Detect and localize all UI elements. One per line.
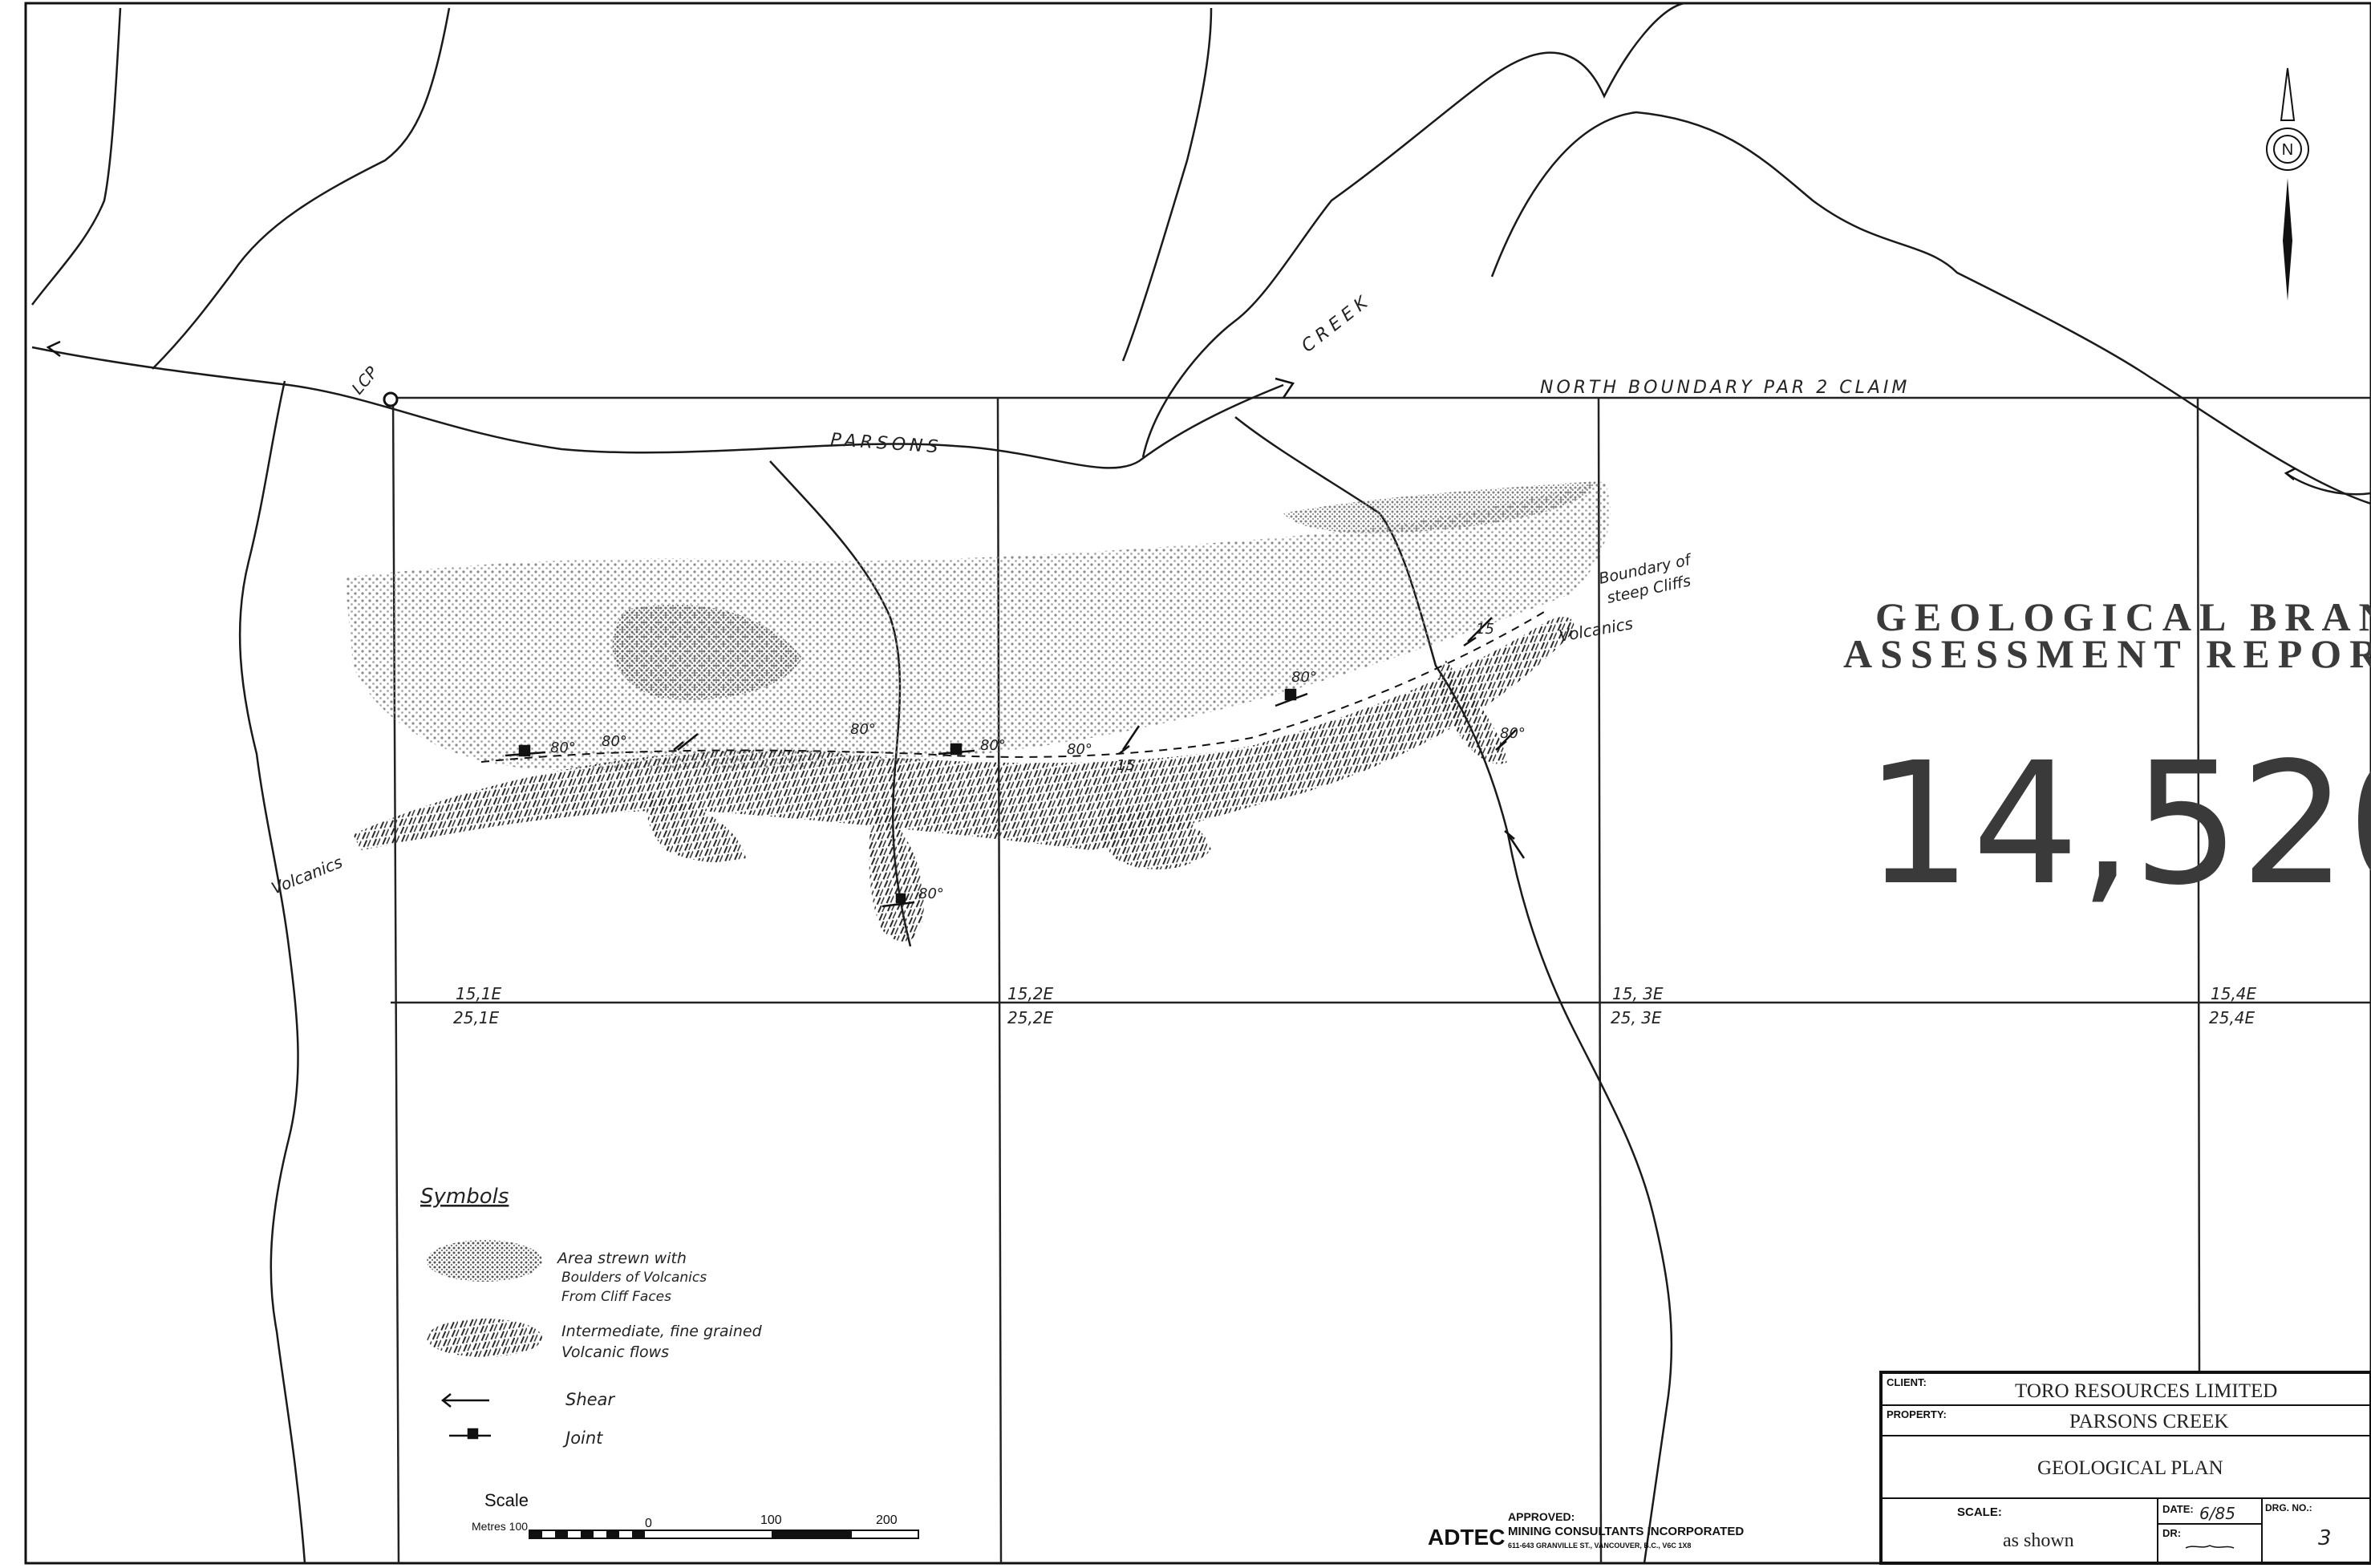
lcp-label: LCP bbox=[347, 363, 382, 399]
scale-title: Scale bbox=[484, 1490, 529, 1510]
dip-labels: 80° 80° 80° 80° 80° 80° 80° 80° 15 15 bbox=[550, 621, 1526, 902]
joint-dip-label: 80° bbox=[918, 885, 944, 902]
left-headwater bbox=[152, 7, 451, 370]
legend: Symbols Area strewn with Boulders of Vol… bbox=[420, 1185, 763, 1448]
client-value: TORO RESOURCES LIMITED bbox=[2015, 1380, 2277, 1402]
legend-volcanics-line-2: Volcanic flows bbox=[561, 1343, 669, 1361]
joint-symbol bbox=[938, 743, 975, 756]
shear-dip-label: 15 bbox=[1476, 621, 1494, 638]
scale-value: as shown bbox=[2003, 1530, 2074, 1551]
grid-label-top: 15,2E bbox=[1007, 984, 1054, 1003]
shear-symbol bbox=[673, 733, 699, 751]
grid-label-top: 15,1E bbox=[456, 984, 502, 1003]
legend-joint-label: Joint bbox=[562, 1428, 603, 1448]
legend-swatch-boulders bbox=[427, 1240, 542, 1282]
property-value: PARSONS CREEK bbox=[2069, 1411, 2228, 1432]
parsons-creek-label: PARSONS bbox=[830, 430, 943, 458]
scale-tick-0: 0 bbox=[645, 1517, 652, 1530]
grid-label-bottom: 25, 3E bbox=[1611, 1008, 1662, 1027]
grid-labels: 15,1E 25,1E 15,2E 25,2E 15, 3E 25, 3E 15… bbox=[453, 984, 2257, 1027]
north-boundary-label: NORTH BOUNDARY PAR 2 CLAIM bbox=[1540, 378, 1910, 398]
grid-label-top: 15,4E bbox=[2211, 984, 2257, 1003]
structure-symbols bbox=[505, 617, 1526, 908]
flow-arrow-left bbox=[46, 340, 61, 358]
left-valley bbox=[238, 380, 306, 1564]
legend-boulders-line-1: Area strewn with bbox=[556, 1250, 687, 1267]
drawing-number-value: 3 bbox=[2318, 1526, 2332, 1550]
sheet-border bbox=[24, 2, 2371, 1565]
firm-address: 611-643 GRANVILLE ST., VANCOUVER, B.C., … bbox=[1508, 1542, 1691, 1550]
grid-label-bottom: 25,1E bbox=[453, 1008, 500, 1027]
center-headwater bbox=[1121, 7, 1213, 362]
date-label: DATE: bbox=[2162, 1503, 2194, 1515]
flow-arrow-center bbox=[1275, 377, 1295, 399]
parsons-creek bbox=[31, 346, 1284, 469]
date-value: 6/85 bbox=[2199, 1504, 2235, 1523]
volcanics-label-left: Volcanics bbox=[269, 852, 345, 897]
scale-bar: Scale Metres 100 0 100 200 bbox=[472, 1490, 919, 1539]
creek-label: CREEK bbox=[1298, 290, 1375, 357]
north-tributary-a bbox=[1141, 2, 1685, 458]
joint-symbol bbox=[1275, 688, 1308, 707]
joint-dip-label: 80° bbox=[1291, 669, 1317, 686]
shear-symbol bbox=[1504, 830, 1526, 859]
joint-dip-label: 80° bbox=[602, 733, 627, 750]
legend-swatch-volcanics bbox=[427, 1319, 542, 1357]
joint-dip-label: 80° bbox=[980, 737, 1006, 754]
right-creek-hook bbox=[2285, 472, 2371, 496]
consultant-imprint: ADTEC APPROVED: MINING CONSULTANTS INCOR… bbox=[1428, 1510, 1744, 1550]
joint-symbol bbox=[505, 744, 546, 757]
joint-dip-label: 80° bbox=[850, 721, 876, 738]
grid-label-top: 15, 3E bbox=[1612, 984, 1664, 1003]
scale-unit: Metres 100 bbox=[472, 1520, 528, 1533]
title-block: CLIENT: TORO RESOURCES LIMITED PROPERTY:… bbox=[1879, 1371, 2371, 1565]
grid-label-bottom: 25,2E bbox=[1007, 1008, 1054, 1027]
property-label: PROPERTY: bbox=[1887, 1408, 1947, 1420]
firm-logo-text: ADTEC bbox=[1428, 1525, 1505, 1550]
shear-symbol bbox=[1118, 725, 1141, 755]
legend-shear-symbol bbox=[440, 1393, 489, 1408]
flow-arrows bbox=[46, 340, 2296, 480]
lcp-post-marker bbox=[383, 391, 399, 407]
drafter-initials bbox=[2185, 1545, 2235, 1549]
joint-dip-label: 80° bbox=[550, 739, 576, 756]
shear-dip-label: 15 bbox=[1117, 757, 1135, 774]
north-arrow: N bbox=[2266, 67, 2309, 301]
legend-boulders-line-2: Boulders of Volcanics bbox=[561, 1270, 707, 1286]
report-number: 14,520 bbox=[1865, 726, 2371, 922]
drawing-number-label: DRG. NO.: bbox=[2265, 1502, 2312, 1513]
joint-symbol bbox=[882, 893, 915, 908]
legend-joint-symbol bbox=[449, 1428, 491, 1440]
legend-title: Symbols bbox=[420, 1185, 509, 1209]
dr-label: DR: bbox=[2162, 1527, 2181, 1539]
flow-arrow-right bbox=[2284, 467, 2296, 480]
stamp-line-1: GEOLOGICAL BRANCH bbox=[1875, 594, 2371, 639]
drawing-title: GEOLOGICAL PLAN bbox=[2037, 1457, 2223, 1479]
assessment-stamp: GEOLOGICAL BRANCH ASSESSMENT REPORT 14,5… bbox=[1843, 594, 2371, 922]
left-ridge bbox=[31, 7, 122, 306]
approved-label: APPROVED: bbox=[1508, 1510, 1575, 1523]
firm-name: MINING CONSULTANTS INCORPORATED bbox=[1508, 1525, 1744, 1538]
scale-tick-200: 200 bbox=[876, 1513, 898, 1527]
shear-symbol bbox=[1463, 617, 1493, 647]
scale-label: SCALE: bbox=[1957, 1505, 2002, 1519]
legend-boulders-line-3: From Cliff Faces bbox=[561, 1289, 671, 1305]
joint-dip-label: 80° bbox=[1500, 725, 1526, 742]
legend-shear-label: Shear bbox=[565, 1390, 615, 1409]
joint-dip-label: 80° bbox=[1067, 741, 1092, 758]
client-label: CLIENT: bbox=[1887, 1376, 1927, 1388]
north-ridge-a bbox=[1490, 111, 2371, 505]
legend-volcanics-line-1: Intermediate, fine grained bbox=[561, 1323, 763, 1340]
north-letter: N bbox=[2282, 141, 2293, 159]
volcanic-flows bbox=[353, 609, 1575, 942]
grid-label-bottom: 25,4E bbox=[2209, 1008, 2255, 1027]
stamp-line-2: ASSESSMENT REPORT bbox=[1843, 631, 2371, 676]
boulder-area bbox=[345, 481, 1611, 770]
shear-symbol bbox=[1495, 729, 1517, 751]
scale-tick-100: 100 bbox=[760, 1513, 782, 1527]
